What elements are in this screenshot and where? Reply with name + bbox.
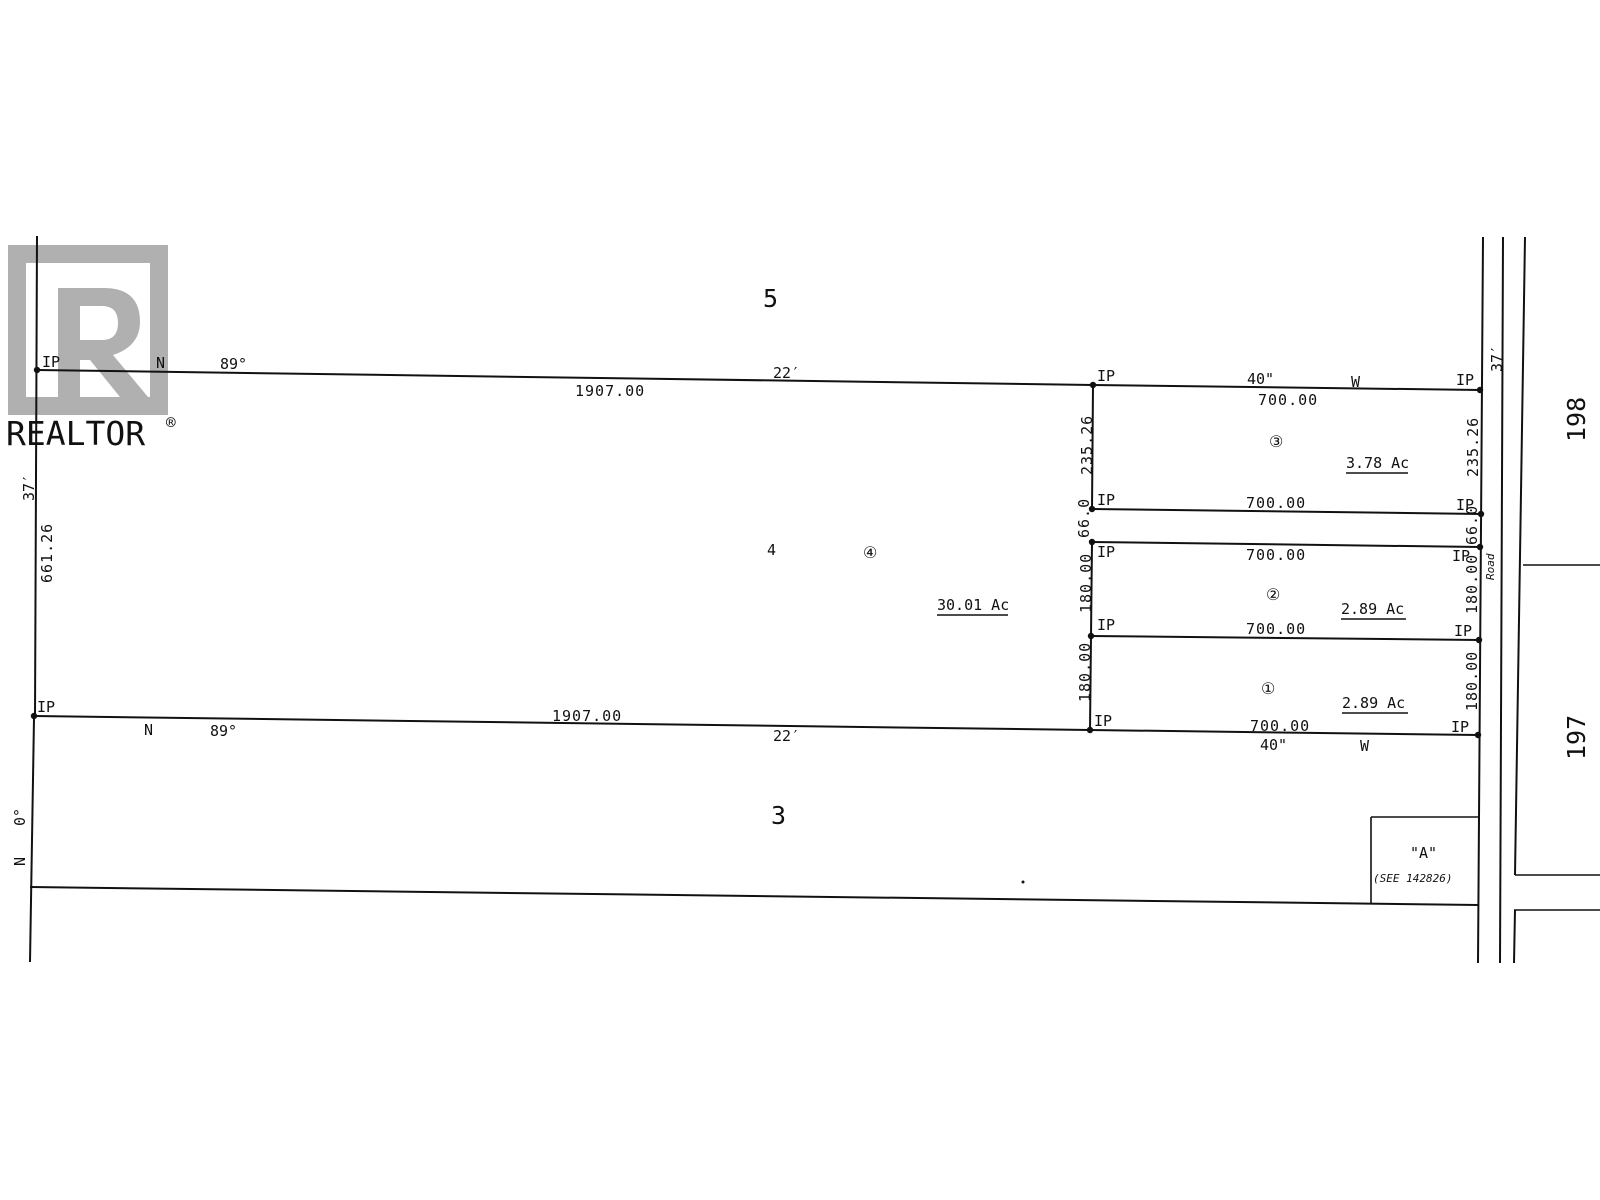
north-line-700 <box>1092 384 1481 391</box>
p2-bottom-line <box>1090 635 1480 641</box>
south-line-1907 <box>33 715 1091 731</box>
ip-label: IP <box>1456 496 1474 514</box>
area-p1: 2.89 Ac <box>1342 694 1405 712</box>
p2-top-700: 700.00 <box>1246 546 1306 564</box>
iron-pin-dots <box>30 366 1485 739</box>
boundary-lines <box>29 235 1600 964</box>
north-bearing: N 89° 22′ 40" W <box>156 354 1361 391</box>
bearing-min: 22′ <box>773 727 800 745</box>
bearing-deg: 89° <box>210 722 237 740</box>
east-bearing-min: 37′ <box>1488 345 1506 372</box>
ip-label: IP <box>1097 543 1115 561</box>
registered-mark: ® <box>166 413 176 432</box>
parcel-1-marker: ① <box>1261 679 1275 698</box>
horizontal-dimensions: 1907.00 1907.00 700.00 700.00 700.00 700… <box>552 382 1318 735</box>
ip-label: IP <box>1097 491 1115 509</box>
parcel-a-ref: (SEE 142826) <box>1373 872 1452 885</box>
west-bearing-n: N <box>11 857 29 866</box>
west-bearing-min: 37′ <box>20 474 38 501</box>
lot-number-south: 3 <box>771 801 786 830</box>
west-661: 661.26 <box>38 523 56 583</box>
p2-right-180: 180.00 <box>1463 554 1481 614</box>
parcel-a: "A" (SEE 142826) <box>1373 844 1452 885</box>
ip-label: IP <box>1454 622 1472 640</box>
bearing-n: N <box>156 354 165 372</box>
p3-right-235: 235.26 <box>1464 417 1482 477</box>
road-right-66: 66.0 <box>1463 505 1481 545</box>
p3-top-700: 700.00 <box>1258 391 1318 409</box>
p1-bottom-700: 700.00 <box>1250 717 1310 735</box>
bearing-w: W <box>1360 737 1370 755</box>
north-1907: 1907.00 <box>575 382 645 400</box>
vertical-dimensions: 661.26 235.26 235.26 66.0 66.0 180.00 18… <box>38 415 1482 711</box>
bearing-min: 22′ <box>773 364 800 382</box>
area-labels: 30.01 Ac 3.78 Ac 2.89 Ac 2.89 Ac <box>937 454 1409 714</box>
lot-numbers: 5 4 3 198 197 <box>763 284 1591 830</box>
lot-number-north: 5 <box>763 284 778 313</box>
parcel-3-marker: ③ <box>1269 432 1283 451</box>
p3-bottom-line <box>1091 508 1482 515</box>
road-line-2 <box>1499 236 1504 964</box>
bearing-deg: 89° <box>220 355 247 373</box>
south-line-700 <box>1089 729 1479 736</box>
west-boundary <box>34 235 38 719</box>
p2-left-line <box>1090 541 1093 637</box>
p3-left-235: 235.26 <box>1078 415 1096 475</box>
parcel-4-marker: ④ <box>863 543 877 562</box>
road-label: Road <box>1484 553 1497 580</box>
north-line-1907 <box>36 369 1094 386</box>
area-p3: 3.78 Ac <box>1346 454 1409 472</box>
realtor-brand-text: REALTOR <box>6 414 145 453</box>
lot-number-197: 197 <box>1562 715 1591 760</box>
lot-number-main: 4 <box>767 541 776 559</box>
lot-number-198: 198 <box>1562 397 1591 442</box>
p2-bottom-700: 700.00 <box>1246 620 1306 638</box>
road-line-3 <box>1514 236 1526 876</box>
p3-bottom-700: 700.00 <box>1246 494 1306 512</box>
p3-left-line <box>1091 384 1094 510</box>
bearing-sec: 40" <box>1247 370 1274 388</box>
east-road-edge <box>1477 236 1484 964</box>
ip-label: IP <box>1456 371 1474 389</box>
ip-label: IP <box>1097 616 1115 634</box>
p1-right-180: 180.00 <box>1463 651 1481 711</box>
area-main: 30.01 Ac <box>937 596 1009 614</box>
ip-label: IP <box>1097 367 1115 385</box>
bearing-sec: 40" <box>1260 736 1287 754</box>
ip-labels: IP IP IP IP IP IP IP IP IP IP IP IP <box>37 353 1474 736</box>
south-bearing: N 89° 22′ 40" W <box>144 721 1370 755</box>
p2-left-180: 180.00 <box>1077 553 1095 613</box>
ip-label: IP <box>37 698 55 716</box>
parcel-markers: ④ ③ ② ① <box>863 432 1283 698</box>
realtor-r-glyph <box>58 288 148 397</box>
lot-3-south-line <box>29 886 1479 906</box>
realtor-watermark: REALTOR ® <box>6 245 176 453</box>
ip-label: IP <box>1094 712 1112 730</box>
p2-top-line <box>1091 541 1481 548</box>
area-p2: 2.89 Ac <box>1341 600 1404 618</box>
p1-left-180: 180.00 <box>1076 642 1094 702</box>
bearing-w: W <box>1351 373 1361 391</box>
west-boundary-lower <box>29 717 35 963</box>
west-bearing: N 0° 37′ 37′ <box>11 345 1506 866</box>
south-1907: 1907.00 <box>552 707 622 725</box>
bearing-n: N <box>144 721 153 739</box>
ip-label: IP <box>1451 718 1469 736</box>
p1-left-line <box>1089 635 1092 731</box>
parcel-2-marker: ② <box>1266 585 1280 604</box>
west-bearing-deg: 0° <box>11 808 29 826</box>
ip-label: IP <box>42 353 60 371</box>
parcel-a-label: "A" <box>1410 844 1437 862</box>
ip-label: IP <box>1452 547 1470 565</box>
road-line-4 <box>1513 909 1516 964</box>
road-left-66: 66.0 <box>1075 498 1093 538</box>
